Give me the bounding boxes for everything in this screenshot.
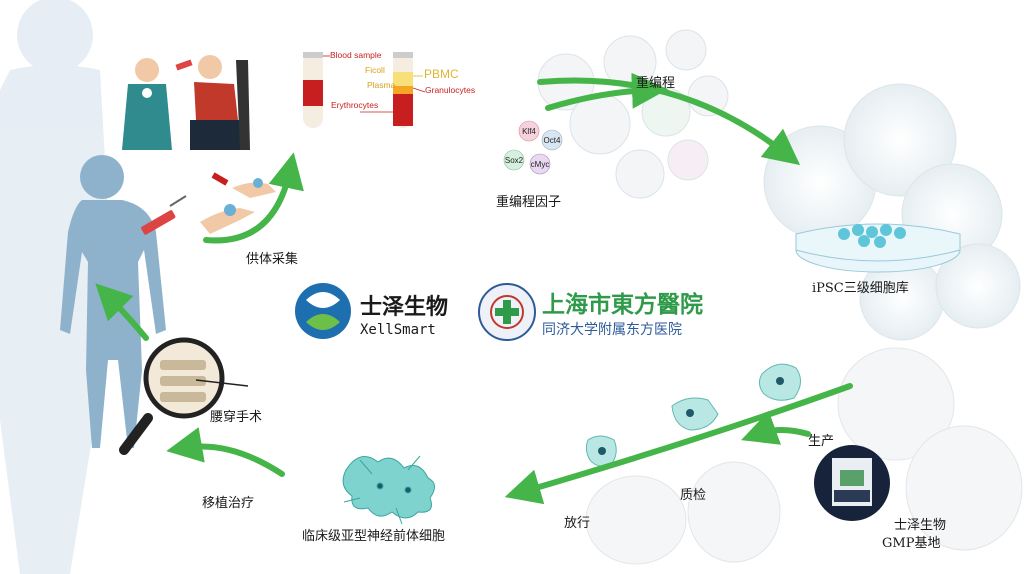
tube-label-blood-sample: Blood sample [330,50,382,60]
gmp-facility-photo [814,445,890,521]
patient-body-silhouette [60,155,166,448]
factor-klf4: Klf4 [522,127,536,136]
arrow-ipsc-to-production [504,383,853,505]
xellsmart-logo-icon [295,283,351,339]
label-reprogramming-factors: 重编程因子 [496,195,562,210]
label-gmp-line2: GMP基地 [882,536,941,551]
xellsmart-name-cn: 士泽生物 [360,294,448,320]
sample-collection-hands-icon [200,172,276,234]
lumbar-puncture-magnifier-icon [119,337,249,455]
tube-leader-lines [323,55,426,113]
floating-cells [537,29,729,199]
hospital-emblem-icon [478,283,536,341]
label-sample-collection: 供体采集 [246,252,299,267]
label-transplant: 移植治疗 [202,496,255,511]
arrow-reprogramming-branch [545,72,668,111]
workflow-arrows [95,72,853,505]
petri-dish-icon [795,223,961,273]
tube-label-ficoll: Ficoll [365,65,385,75]
label-gmp-line1: 士泽生物 [894,518,947,533]
hospital-name-cn: 上海市東方醫院 [542,291,703,318]
label-ipsc-bank: iPSC三级细胞库 [812,281,909,296]
label-clinical-cells: 临床级亚型神经前体细胞 [302,529,446,544]
arrow-sample-collection [203,152,304,244]
arrow-surgery-to-body [95,283,149,341]
label-quality-check: 质检 [680,488,707,503]
xellsmart-name-en: XellSmart [360,322,436,338]
reprogramming-factor-circles [503,120,563,175]
hospital-name-sub: 同济大学附属东方医院 [542,322,682,338]
factor-cmyc: cMyc [531,160,550,169]
gmp-background-cells [585,347,1023,565]
production-cells [585,363,801,467]
blood-draw-scene-icon [122,55,250,150]
neural-progenitor-cells-icon [342,455,435,525]
label-release: 放行 [564,516,591,531]
arrow-production-branch [741,410,811,445]
tube-label-granulocytes: Granulocytes [425,85,475,95]
blood-tube-1 [303,52,323,128]
arrow-reprogramming [537,77,801,166]
label-production: 生产 [808,434,835,449]
ipsc-bank-background-cells [763,83,1021,341]
factor-sox2: Sox2 [505,156,524,165]
tube-label-plasma: Plasma [367,80,396,90]
label-lumbar-surgery: 腰穿手术 [210,410,263,425]
tube-label-erythrocytes: Erythrocytes [331,100,378,110]
tube-label-pbmc: PBMC [424,67,459,81]
arrow-cells-to-transplant [166,427,285,477]
background-body-silhouette [0,0,110,574]
blood-tube-2 [393,52,413,128]
syringe-icon [141,195,187,235]
label-reprogramming: 重编程 [636,76,676,91]
factor-oct4: Oct4 [544,136,561,145]
